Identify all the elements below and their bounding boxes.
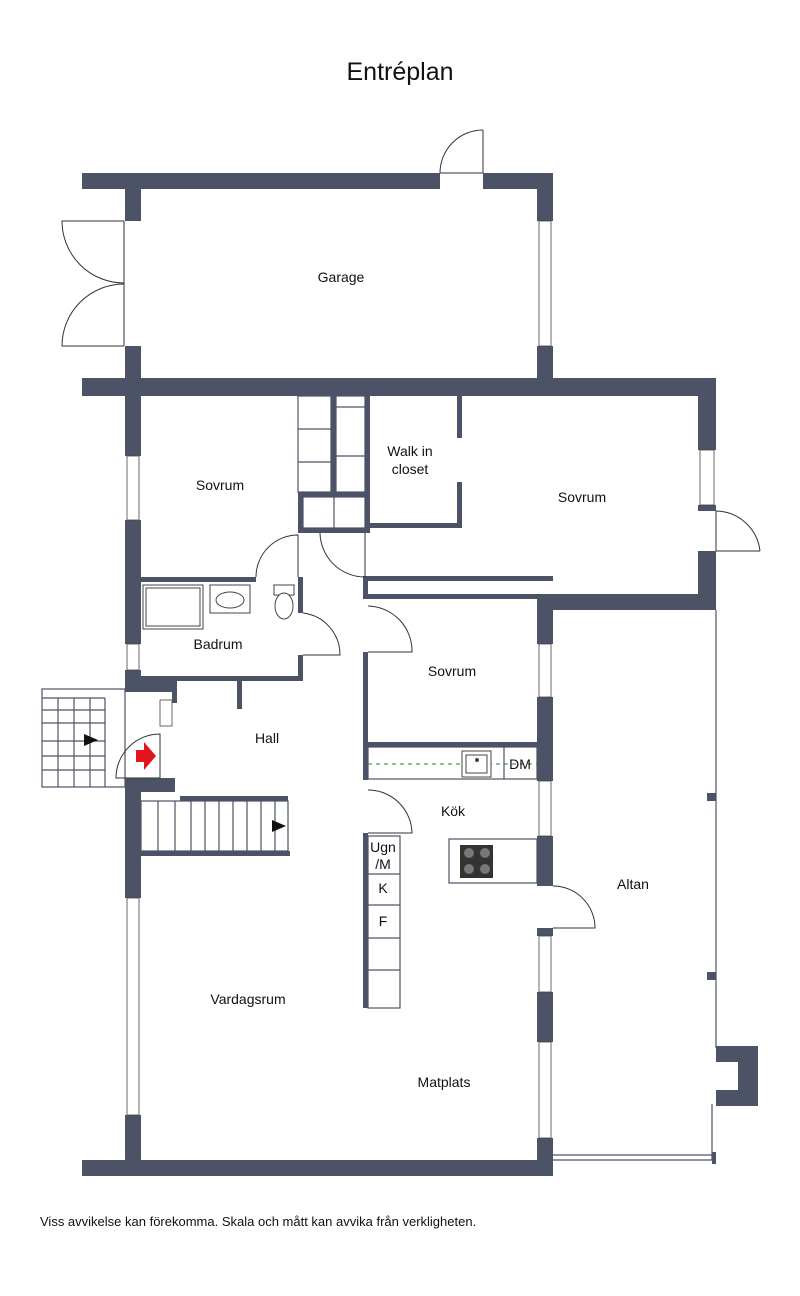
label-ugn-2: /M [375, 856, 391, 872]
interior-walls [125, 396, 553, 1008]
bathroom-fixtures [142, 584, 295, 630]
label-garage: Garage [318, 269, 365, 285]
stairs-indoor [140, 796, 289, 852]
label-ugn-1: Ugn [370, 839, 396, 855]
closet-shelves [297, 395, 366, 529]
garage-walls [82, 173, 716, 396]
window-sovrum-right [699, 449, 715, 506]
sovrum-right-door [715, 510, 761, 552]
stairs-outdoor [41, 688, 126, 788]
label-hall: Hall [255, 730, 279, 746]
label-matplats: Matplats [418, 1074, 471, 1090]
altan-outline [553, 610, 758, 1164]
interior-doors [255, 532, 596, 929]
window-matplats-2 [538, 1041, 552, 1139]
entrance-door [115, 733, 161, 779]
garage-window-right [538, 220, 552, 347]
label-f: F [379, 913, 388, 929]
garage-double-door [61, 220, 125, 347]
garage-top-door [439, 129, 484, 174]
window-entre [159, 699, 173, 727]
window-vardagsrum [126, 897, 140, 1116]
label-sovrum-right: Sovrum [558, 489, 606, 505]
label-sovrum-left: Sovrum [196, 477, 244, 493]
kitchen-fixtures [367, 746, 538, 1009]
entrance-arrow-icon [136, 742, 156, 770]
label-k: K [378, 880, 388, 896]
window-matplats-1 [538, 935, 552, 993]
label-altan: Altan [617, 876, 649, 892]
label-sovrum-mid: Sovrum [428, 663, 476, 679]
disclaimer-text: Viss avvikelse kan förekomma. Skala och … [40, 1214, 477, 1229]
label-badrum: Badrum [193, 636, 242, 652]
label-vardagsrum: Vardagsrum [210, 991, 285, 1007]
label-kok: Kök [441, 803, 466, 819]
window-sovrum-mid [538, 643, 552, 698]
window-sovrum-left [126, 455, 140, 521]
label-walk-in-1: Walk in [387, 443, 432, 459]
window-kok [538, 780, 552, 837]
label-dm: DM [509, 756, 531, 772]
window-badrum [126, 643, 140, 671]
label-walk-in-2: closet [392, 461, 429, 477]
plan-title: Entréplan [346, 58, 454, 86]
house-walls [82, 378, 716, 1176]
